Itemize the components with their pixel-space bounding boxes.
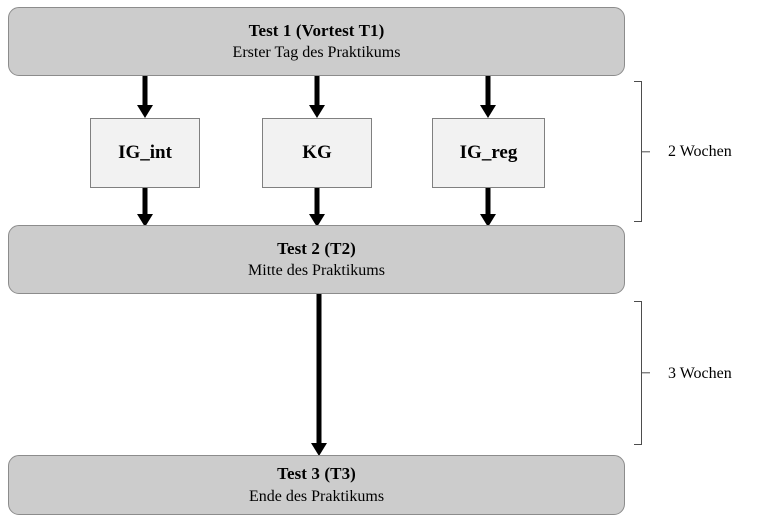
group-box-ig-reg-label: IG_reg xyxy=(459,142,518,163)
arrow-test1-to-ig-int xyxy=(135,76,155,118)
brace-tip-top xyxy=(634,80,642,82)
arrow-shaft xyxy=(314,76,320,105)
brace-tip-bottom xyxy=(634,444,642,446)
stage-test-1: Test 1 (Vortest T1) Erster Tag des Prakt… xyxy=(8,7,625,76)
brace-tip-top xyxy=(634,300,642,302)
arrow-shaft xyxy=(142,188,148,214)
arrow-test2-to-test3 xyxy=(309,294,329,456)
stage-test-1-title: Test 1 (Vortest T1) xyxy=(248,20,385,40)
arrow-kg-to-test2 xyxy=(307,188,327,227)
arrow-head-icon xyxy=(137,214,153,227)
brace-pointer xyxy=(642,150,650,153)
group-box-ig-int: IG_int xyxy=(90,118,200,188)
arrow-shaft xyxy=(485,188,491,214)
stage-test-3: Test 3 (T3) Ende des Praktikums xyxy=(8,455,625,515)
duration-label-2: 3 Wochen xyxy=(668,365,732,382)
stage-test-2: Test 2 (T2) Mitte des Praktikums xyxy=(8,225,625,294)
brace-spine xyxy=(641,81,643,222)
group-box-ig-reg: IG_reg xyxy=(432,118,545,188)
brace-duration-1 xyxy=(634,78,650,225)
arrow-head-icon xyxy=(309,105,325,118)
stage-test-3-subtitle: Ende des Praktikums xyxy=(248,487,385,505)
group-box-kg-label: KG xyxy=(302,142,332,163)
stage-test-2-title: Test 2 (T2) xyxy=(277,238,356,258)
arrow-ig-int-to-test2 xyxy=(135,188,155,227)
arrow-shaft xyxy=(485,76,491,105)
arrow-ig-reg-to-test2 xyxy=(478,188,498,227)
arrow-test1-to-ig-reg xyxy=(478,76,498,118)
group-box-kg: KG xyxy=(262,118,372,188)
arrow-shaft xyxy=(142,76,148,105)
arrow-head-icon xyxy=(137,105,153,118)
brace-tip-bottom xyxy=(634,221,642,223)
arrow-head-icon xyxy=(309,214,325,227)
stage-test-2-subtitle: Mitte des Praktikums xyxy=(248,262,385,280)
stage-test-3-title: Test 3 (T3) xyxy=(277,464,356,484)
brace-duration-2 xyxy=(634,298,650,448)
arrow-shaft xyxy=(316,294,322,443)
stage-test-1-subtitle: Erster Tag des Praktikums xyxy=(232,44,401,62)
arrow-shaft xyxy=(314,188,320,214)
arrow-head-icon xyxy=(311,443,327,456)
duration-label-1: 2 Wochen xyxy=(668,143,732,160)
brace-pointer xyxy=(642,372,650,374)
arrow-head-icon xyxy=(480,105,496,118)
arrow-test1-to-kg xyxy=(307,76,327,118)
arrow-head-icon xyxy=(480,214,496,227)
group-box-ig-int-label: IG_int xyxy=(118,142,172,163)
brace-spine xyxy=(641,301,643,445)
